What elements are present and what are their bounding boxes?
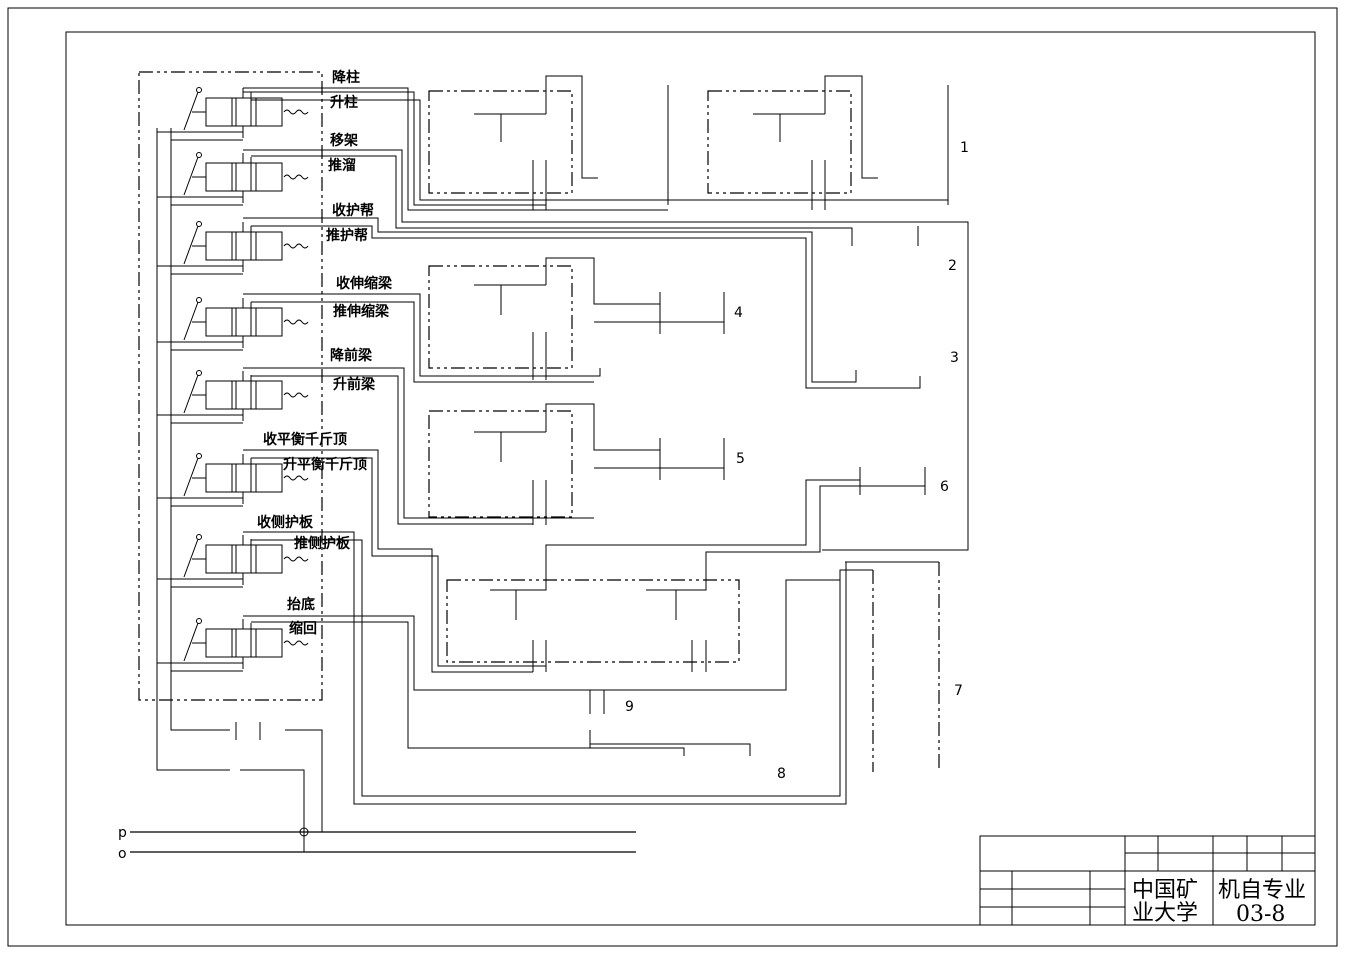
school-name-line2: 业大学 [1132,901,1198,926]
drawing-number: 03-8 [1236,902,1285,927]
component-number-4: 4 [734,305,743,321]
control-valve-3 [157,221,309,275]
inner-frame [65,31,1316,926]
component-number-7: 7 [954,683,963,699]
control-valve-8 [157,618,309,672]
valve-label-bottom-5: 升前梁 [333,376,376,393]
control-valve-2 [157,152,309,206]
component-number-3: 3 [950,350,959,366]
port-label-o: o [118,846,127,862]
port-label-p: p [118,825,127,841]
outer-frame [7,7,1338,947]
control-valve-7 [157,534,309,588]
valve-label-bottom-4: 推伸缩梁 [333,303,390,320]
component-number-6: 6 [940,479,949,495]
pipework [243,87,969,805]
cylinder-group-1 [428,75,949,210]
control-valve-1 [157,87,309,141]
component-number-1: 1 [960,140,969,156]
valve-label-bottom-1: 升柱 [330,94,358,111]
valve-label-top-8: 抬底 [287,596,315,613]
valve-label-group: 降柱升柱移架推溜收护帮推护帮收伸缩梁推伸缩梁降前梁升前梁收平衡千斤顶升平衡千斤顶… [257,69,393,637]
valve-label-top-2: 移架 [330,132,358,149]
valve-label-bottom-8: 缩回 [289,620,317,637]
valve-label-top-3: 收护帮 [332,202,374,219]
control-valve-4 [157,297,309,351]
major-name: 机自专业 [1218,878,1306,903]
cylinder-group-7 [845,561,940,772]
component-number-group: 1 2 3 4 5 6 7 8 9 [625,140,969,782]
control-valve-5 [157,370,309,424]
cylinder-group-4 [428,257,725,380]
cylinder-group-9 [446,467,926,672]
school-name-line1: 中国矿 [1132,878,1198,903]
control-valve-group [157,87,309,672]
component-number-9: 9 [625,699,634,715]
valve-label-top-5: 降前梁 [330,347,373,364]
valve-bank-enclosure [138,71,323,701]
component-number-5: 5 [736,451,745,467]
valve-label-bottom-3: 推护帮 [326,227,368,244]
valve-label-bottom-7: 推侧护板 [294,535,351,552]
valve-label-top-1: 降柱 [332,69,360,86]
valve-label-top-4: 收伸缩梁 [336,275,393,292]
valve-label-top-6: 收平衡千斤顶 [263,431,347,448]
title-block: 中国矿 业大学 机自专业 03-8 [979,835,1316,927]
valve-label-bottom-6: 升平衡千斤顶 [283,456,367,473]
valve-label-bottom-2: 推溜 [328,157,356,174]
cylinder-group-5 [428,403,725,525]
valve-label-top-7: 收侧护板 [257,514,314,531]
supply-return-manifold [130,128,636,853]
component-number-8: 8 [777,766,786,782]
component-number-2: 2 [948,258,957,274]
